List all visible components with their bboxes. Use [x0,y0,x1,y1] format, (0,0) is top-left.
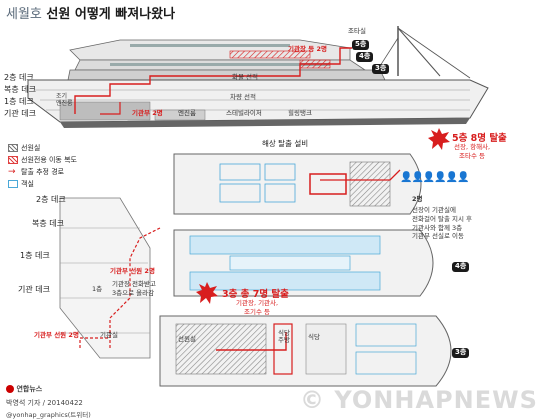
bl-gigwansil: 기관실 [100,331,118,339]
label-gigwanbu2: 기관부 2명 [132,109,163,117]
badge-floor4: 4층 [356,52,374,62]
bl-deck-2: 2층 데크 [36,195,66,204]
escape-floor5-label: 5층 8명 탈출 [452,133,507,144]
label-chaeryang: 차량 선적 [230,93,256,101]
page-title: 세월호 선원 어떻게 빠져나왔나 [6,3,175,22]
watermark: © YONHAPNEWS [300,386,538,414]
label-joki: 조기 엔진룸 [56,93,73,107]
note-text: 선장이 기관실에 전화걸어 탈출 지시 후 기관사와 함께 3층 기관부 선실로… [412,206,473,241]
legend-item-corridor: 선원전용 이동 복도 [8,154,77,166]
ship-side-view [27,26,489,128]
floor3-plan [159,315,452,387]
label-sikdang2: 식당 주방 [278,329,290,345]
escape-floor3-sub: 기관장, 기관사, 조기수 등 [236,299,279,316]
escape-floor3-callout [196,282,218,308]
escape-floor3-label: 3층 총 7명 탈출 [222,289,289,300]
deck-label-1: 1층 데크 [4,97,34,106]
label-sikdang: 식당 [308,333,320,341]
bl-deck-gigwan: 기관 데크 [18,285,50,294]
bl-crew2: 기관부 선원 2명 [34,331,79,339]
legend: 선원실 선원전용 이동 복도 →탈출 추정 경로 객실 [8,142,77,190]
legend-item-path: →탈출 추정 경로 [8,167,65,177]
badge-plan-f3: 3층 [452,348,470,358]
deck-label-gigwan: 기관 데크 [4,109,36,118]
legend-swatch [8,144,18,152]
footer-author: 박영석 기자 / 20140422 [6,399,83,407]
legend-swatch [8,180,18,188]
label-joritasil: 조타실 [348,27,366,35]
label-gigwanjang: 기관장 등 2명 [288,45,327,53]
label-hwamul: 화물 선적 [232,73,258,81]
yonhap-logo-icon [6,385,14,393]
legend-swatch [8,156,18,164]
arrow-icon: → [8,167,16,177]
floor4-plan [173,229,434,297]
bl-floor1: 1층 [92,285,103,293]
escape-floor5-sub: 선장, 항해사, 조타수 등 [454,143,491,160]
title-bold: 선원 어떻게 빠져나왔나 [46,7,176,22]
escape-floor5-callout [428,128,450,154]
note-count: 2명 [412,195,423,203]
legend-item-crew-room: 선원실 [8,142,77,154]
badge-floor5: 5층 [352,40,370,50]
bl-deck-1: 1층 데크 [20,251,50,260]
burst-icon [428,128,450,150]
floor5-plan [173,153,422,215]
legend-item-cabin: 객실 [8,178,77,190]
title-light: 세월호 [6,7,42,22]
bl-deck-bokdeung: 복층 데크 [32,219,64,228]
label-crew-room: 선원실 [178,335,196,343]
label-enginroom: 엔진룸 [178,109,196,117]
badge-floor3: 3층 [372,64,390,74]
badge-plan-f4: 4층 [452,262,470,272]
escape-title: 해상 탈출 설비 [262,139,309,148]
bottom-left-detail [59,197,161,359]
bl-crew-text: 기관장 전화받고 3층으로 올라감 [112,280,156,297]
deck-label-bokdeung: 복층 데크 [4,85,36,94]
footer-logo: 연합뉴스 [6,384,42,394]
burst-icon [196,282,218,304]
people-icons-floor5: 👤👤👤👤👤👤 [400,172,470,183]
label-stabilizer: 스테빌라이저 [226,109,262,117]
label-tank: 힐링탱크 [288,109,312,117]
bl-crew2b: 기관부 선원 2명 [110,267,155,275]
footer-twitter: @yonhap_graphics(트위터) [6,411,91,419]
deck-label-2: 2층 데크 [4,73,34,82]
